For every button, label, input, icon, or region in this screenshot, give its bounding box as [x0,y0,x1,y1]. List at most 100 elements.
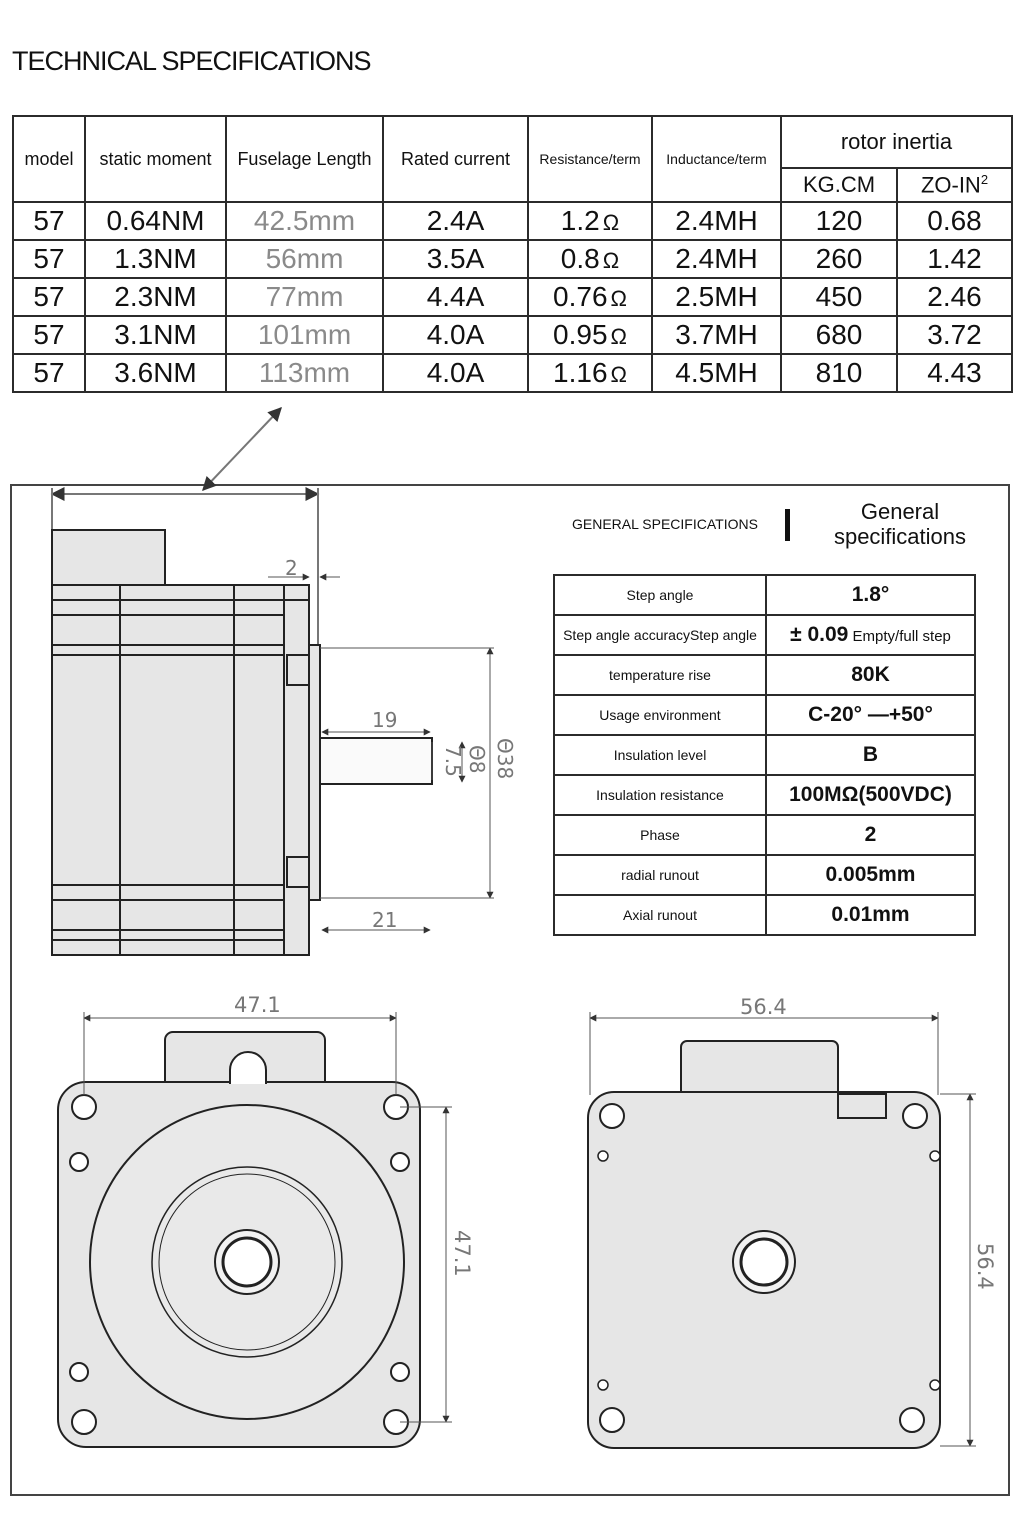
dim-front-height: 47.1 [450,1230,474,1277]
cell-current: 4.4A [382,277,529,317]
cell-moment: 3.6NM [84,353,227,393]
header-static-moment: static moment [84,115,227,203]
cell-inductance: 3.7MH [651,315,782,355]
dim-rear-height: 56.4 [973,1243,997,1290]
cell-model: 57 [12,239,86,279]
spec-label: Step angle accuracyStep angle [553,614,767,656]
cell-ozin: 0.68 [896,201,1013,241]
cell-inductance: 2.4MH [651,239,782,279]
dim-rear-width: 56.4 [740,995,787,1019]
header-rotor-inertia: rotor inertia [780,115,1013,169]
dim-boss-dia: Θ38 [493,738,517,779]
cell-moment: 0.64NM [84,201,227,241]
cell-kgcm: 260 [780,239,898,279]
cell-moment: 3.1NM [84,315,227,355]
rear-view [587,1040,941,1449]
spec-label: Axial runout [553,894,767,936]
header-ozin: ZO-IN2 [896,167,1013,203]
front-view-dimensions [83,1012,452,1423]
cell-inductance: 4.5MH [651,353,782,393]
cell-model: 57 [12,315,86,355]
front-view [57,1031,421,1448]
header-rated-current: Rated current [382,115,529,203]
spec-value: ± 0.09 Empty/full step [765,614,976,656]
side-view-dimensions [268,573,494,934]
spec-value: 0.01mm [765,894,976,936]
cell-current: 3.5A [382,239,529,279]
spec-value: 2 [765,814,976,856]
header-inductance: Inductance/term [651,115,782,203]
cell-ozin: 3.72 [896,315,1013,355]
cell-current: 4.0A [382,315,529,355]
cell-ozin: 2.46 [896,277,1013,317]
rear-view-dimensions [589,1012,976,1447]
spec-label: Step angle [553,574,767,616]
cell-length: 56mm [225,239,384,279]
cell-ozin: 4.43 [896,353,1013,393]
spec-label: Phase [553,814,767,856]
spec-row: Step angle accuracyStep angle± 0.09 Empt… [553,614,976,656]
general-specifications-label: GENERAL SPECIFICATIONS [572,516,758,532]
cell-model: 57 [12,277,86,317]
cell-kgcm: 120 [780,201,898,241]
header-resistance: Resistance/term [527,115,653,203]
length-leader-arrow [202,406,282,492]
cell-moment: 1.3NM [84,239,227,279]
cell-length: 113mm [225,353,384,393]
technical-specifications-table: model static moment Fuselage Length Rate… [12,115,1013,393]
spec-value: C-20° —+50° [765,694,976,736]
cell-length: 77mm [225,277,384,317]
general-specifications-title: General specifications [833,499,967,549]
cell-length: 101mm [225,315,384,355]
cell-model: 57 [12,353,86,393]
cell-current: 4.0A [382,353,529,393]
header-fuselage-length: Fuselage Length [225,115,384,203]
dim-shaft-length: 19 [372,708,397,732]
dim-shaft-total: 21 [372,908,397,932]
cell-inductance: 2.5MH [651,277,782,317]
cell-kgcm: 810 [780,353,898,393]
page-title: TECHNICAL SPECIFICATIONS [12,46,372,76]
drawing-frame [10,484,1010,1496]
spec-label: radial runout [553,854,767,896]
cell-model: 57 [12,201,86,241]
spec-value: 100MΩ(500VDC) [765,774,976,816]
spec-value: 0.005mm [765,854,976,896]
side-view [50,487,433,956]
header-divider [785,509,790,541]
spec-label: Insulation resistance [553,774,767,816]
dim-shaft-flat: 7.5 [441,745,465,777]
cell-ozin: 1.42 [896,239,1013,279]
spec-label: temperature rise [553,654,767,696]
spec-label: Insulation level [553,734,767,776]
cell-kgcm: 450 [780,277,898,317]
spec-value: 80K [765,654,976,696]
cell-inductance: 2.4MH [651,201,782,241]
spec-value: B [765,734,976,776]
cell-length: 42.5mm [225,201,384,241]
dim-flange-gap: 2 [285,556,298,580]
cell-kgcm: 680 [780,315,898,355]
cell-current: 2.4A [382,201,529,241]
dim-front-width: 47.1 [234,993,281,1017]
cell-moment: 2.3NM [84,277,227,317]
spec-value: 1.8° [765,574,976,616]
header-kgcm: KG.CM [780,167,898,203]
